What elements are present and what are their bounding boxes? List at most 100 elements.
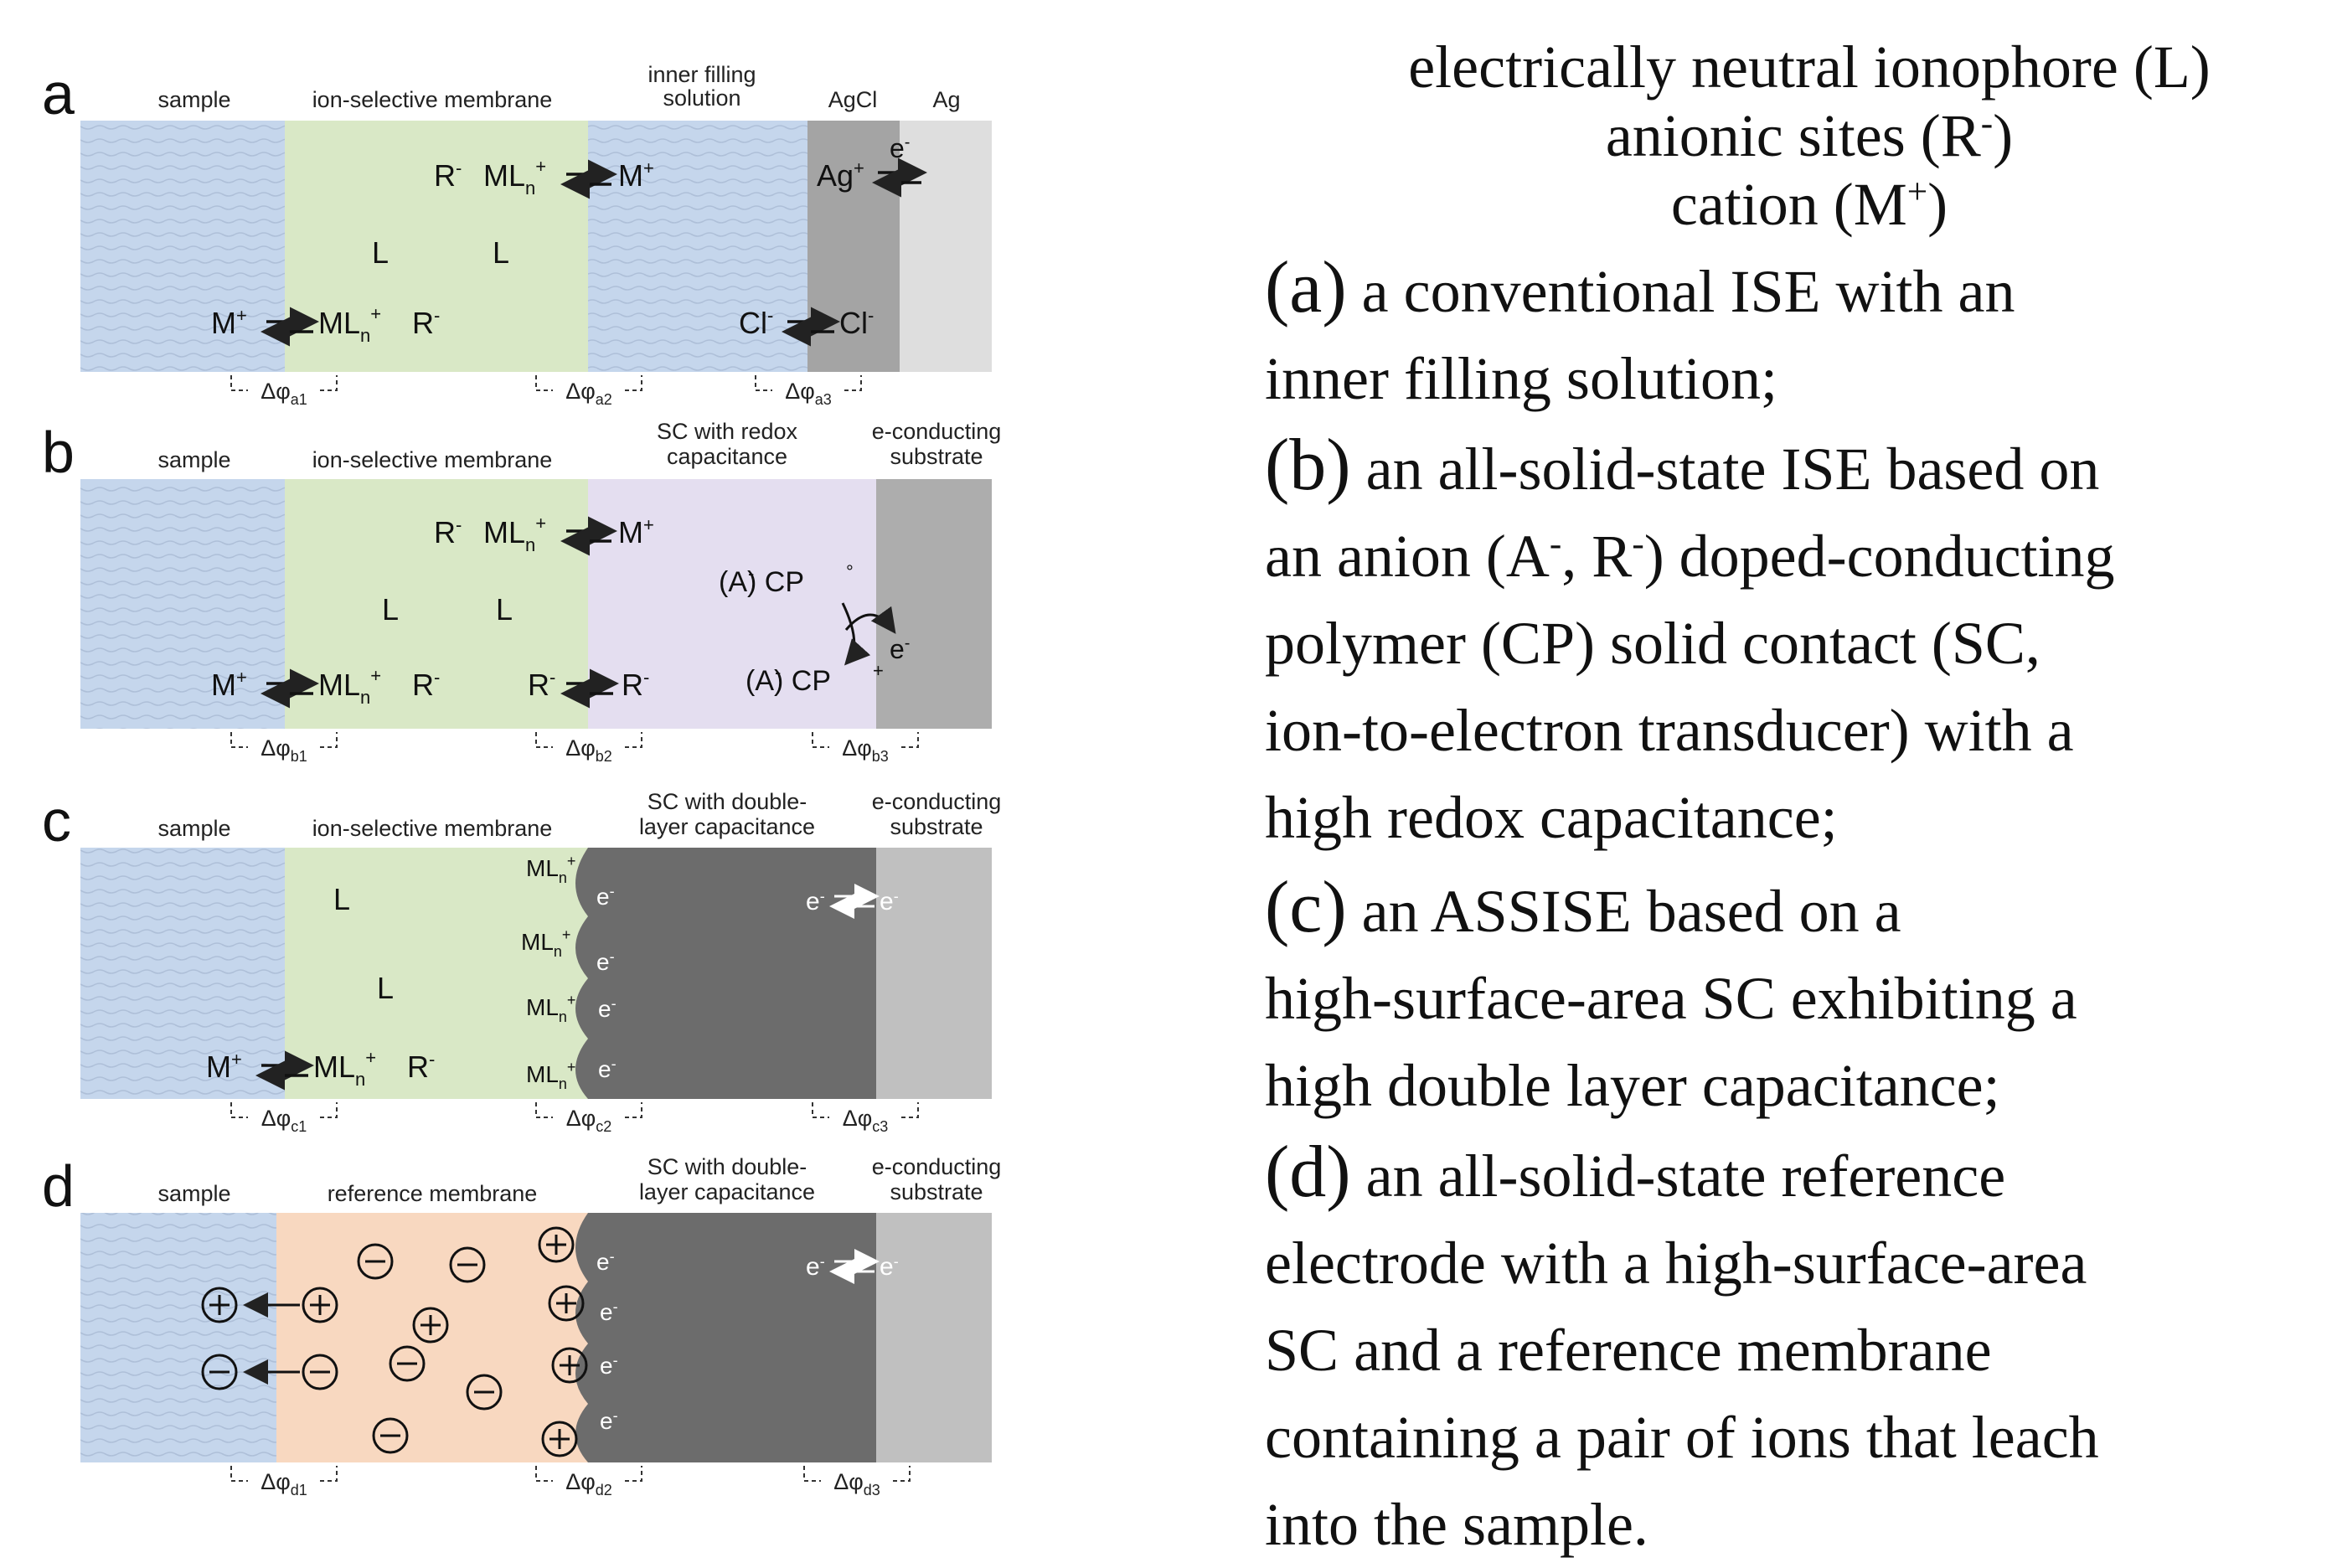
species-cp-neutral: (A) CP: [719, 566, 804, 598]
svg-text:MLn+: MLn+: [483, 156, 546, 199]
species-r: R: [434, 158, 456, 193]
label-sample-c: sample: [157, 816, 230, 841]
species-cl: Cl: [839, 306, 868, 340]
species-m: M: [618, 515, 643, 549]
svg-text:MLn+: MLn+: [526, 853, 575, 886]
potential-brackets-c: Δφc1 Δφc2 Δφc3: [230, 1102, 919, 1135]
svg-text:Ag+: Ag+: [817, 157, 864, 193]
surface-electron: e: [598, 1056, 611, 1082]
species-m: M: [618, 158, 643, 193]
potential-label: Δφa3: [785, 379, 832, 408]
svg-text:Cl-: Cl-: [739, 305, 773, 340]
panel-b: b sample ion-selective membrane SC with …: [42, 419, 1001, 765]
svg-text:R-: R-: [434, 514, 462, 549]
potential-brackets-a: Δφa1 Δφa2 Δφa3: [230, 375, 862, 408]
svg-text:Cl-: Cl-: [839, 305, 874, 340]
panel-c: c sample ion-selective membrane SC with …: [42, 788, 1001, 1135]
svg-text:MLn+: MLn+: [313, 1047, 376, 1090]
species-l: L: [493, 235, 509, 270]
label-sample-a: sample: [157, 87, 230, 112]
svg-text:e-: e-: [600, 1298, 618, 1325]
surface-electron: e: [600, 1299, 613, 1325]
caption-tag: (c): [1265, 867, 1347, 948]
species-mln: ML: [318, 668, 360, 702]
species-mln: ML: [483, 515, 525, 549]
svg-text:M+: M+: [618, 157, 654, 193]
svg-text:M+: M+: [211, 305, 247, 340]
substrate-region-b: [876, 479, 992, 729]
species-m: M: [206, 1050, 231, 1084]
legend-cation: cation (M+): [1670, 171, 1948, 238]
svg-text:e-: e-: [596, 883, 615, 910]
potential-label: Δφa2: [565, 379, 612, 408]
surface-electron: e: [600, 1408, 613, 1434]
label-substrate-b-1: e-conducting: [872, 419, 1002, 444]
interface-species-c: MLn+ e- MLn+ e- MLn+ e- MLn+ e-: [521, 853, 617, 1092]
label-sc-double-1: SC with double-: [647, 789, 807, 814]
species-electron: e: [890, 133, 905, 163]
svg-text:MLn+: MLn+: [318, 665, 381, 708]
svg-text:e-: e-: [880, 1253, 899, 1281]
species-electron: e: [806, 888, 820, 916]
caption-tag: (d): [1265, 1132, 1351, 1213]
species-r: R: [412, 306, 434, 340]
potential-label: Δφd1: [261, 1469, 307, 1498]
surface-electron: e: [600, 1353, 613, 1379]
svg-text:R-: R-: [412, 305, 440, 340]
svg-text:e-: e-: [880, 888, 899, 916]
surface-electron: e: [596, 884, 610, 910]
species-mln: ML: [313, 1050, 355, 1084]
svg-text:M+: M+: [206, 1049, 242, 1084]
species-r: R: [622, 668, 643, 702]
svg-text:e-: e-: [598, 995, 617, 1022]
svg-text:R-: R-: [622, 667, 649, 702]
svg-text:e-: e-: [806, 1253, 825, 1281]
membrane-region-b: [285, 479, 588, 729]
species-mln: ML: [483, 158, 525, 193]
label-membrane-c: ion-selective membrane: [312, 816, 553, 841]
label-substrate-c-2: substrate: [890, 814, 983, 839]
caption-d: (d) an all-solid-state reference electro…: [1265, 1132, 2099, 1558]
label-sc-double-d-1: SC with double-: [647, 1154, 807, 1179]
species-cp-oxidized: (A) CP: [746, 665, 831, 697]
species-l: L: [333, 882, 350, 916]
potential-brackets-d: Δφd1 Δφd2 Δφd3: [230, 1466, 911, 1498]
label-sc-redox-1: SC with redox: [657, 419, 798, 444]
species-r: R: [528, 668, 549, 702]
panel-d: d sample reference membrane SC with doub…: [42, 1153, 1001, 1498]
svg-text:e-: e-: [596, 1248, 615, 1275]
label-membrane-a: ion-selective membrane: [312, 87, 553, 112]
substrate-region-c: [876, 848, 992, 1099]
species-r: R: [412, 668, 434, 702]
svg-text:R-: R-: [412, 667, 440, 702]
species-cl: Cl: [739, 306, 767, 340]
caption-b: (b) an all-solid-state ISE based on an a…: [1265, 425, 2115, 851]
potential-label: Δφb3: [842, 735, 889, 765]
double-layer-sc-region-d: [575, 1213, 876, 1462]
panel-a: a sample ion-selective membrane inner fi…: [42, 61, 992, 408]
legend-ionophore: electrically neutral ionophore (L): [1408, 34, 2211, 101]
electron-release-arrow: [844, 606, 896, 634]
label-sc-redox-2: capacitance: [667, 444, 787, 469]
label-membrane-b: ion-selective membrane: [312, 447, 553, 472]
interface-electrons-d: e- e- e- e-: [596, 1248, 618, 1434]
label-sc-double-d-2: layer capacitance: [639, 1179, 815, 1204]
surface-electron: e: [596, 949, 610, 975]
species-ag-ion: Ag: [817, 158, 854, 193]
label-substrate-c-1: e-conducting: [872, 789, 1002, 814]
potential-label: Δφc3: [843, 1106, 889, 1135]
svg-text:MLn+: MLn+: [318, 303, 381, 346]
svg-text:e-: e-: [598, 1055, 617, 1082]
label-substrate-b-2: substrate: [890, 444, 983, 469]
svg-text:e-: e-: [600, 1407, 618, 1434]
species-l: L: [382, 592, 399, 627]
svg-text:e-: e-: [890, 634, 910, 664]
species-l: L: [377, 971, 394, 1005]
caption-tag: (a): [1265, 247, 1347, 328]
membrane-region-c: [285, 848, 588, 1099]
svg-text:e-: e-: [596, 948, 615, 975]
svg-text:M+: M+: [618, 514, 654, 549]
label-ag: Ag: [932, 87, 960, 112]
potential-label: Δφb2: [565, 735, 612, 765]
